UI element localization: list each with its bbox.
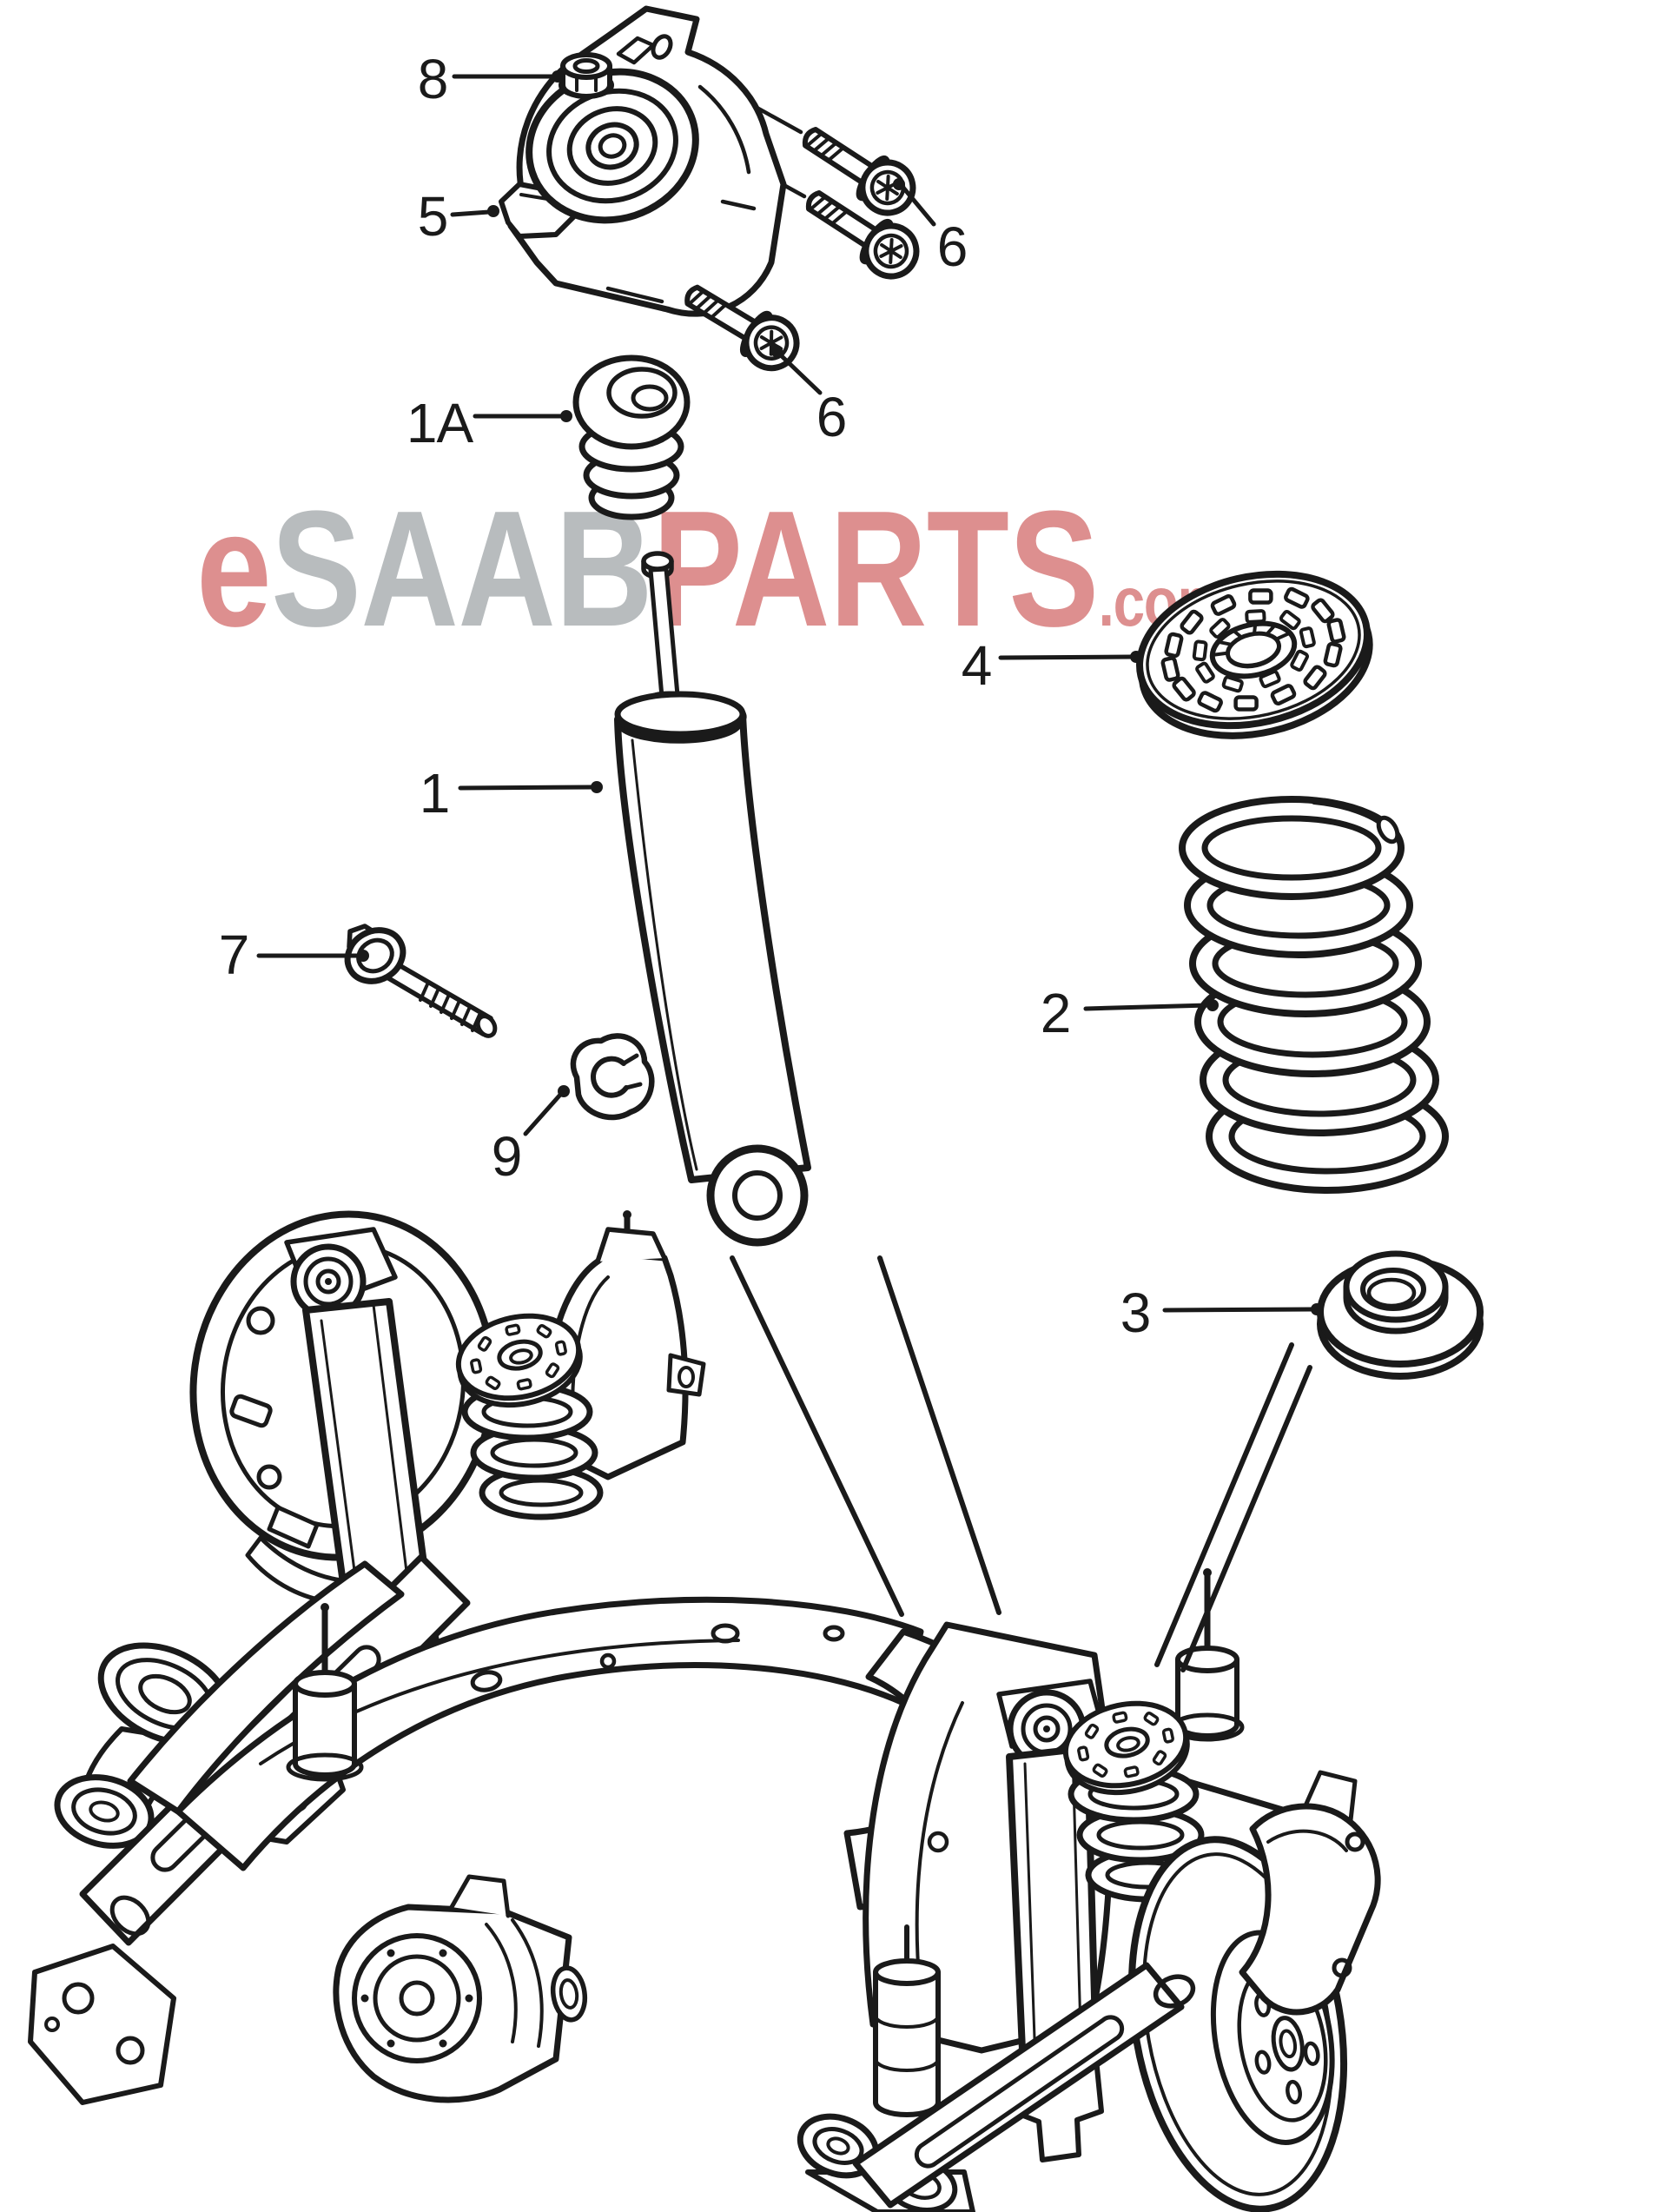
left-installed-spring	[451, 1305, 600, 1517]
rear-axle-assembly	[28, 1210, 1381, 2212]
leader-lines	[256, 70, 1323, 1315]
corner-bracket	[28, 1944, 176, 2105]
callout-7: 7	[218, 924, 250, 986]
part-upper-mount	[499, 5, 807, 350]
part-clip	[570, 1033, 655, 1121]
center-stud-mount	[286, 1603, 364, 1782]
part-shock-absorber	[614, 551, 811, 1247]
part-coil-spring	[1179, 796, 1449, 1194]
right-trailing-arm	[852, 1962, 1196, 2209]
right-stud-mount	[1170, 1568, 1245, 1742]
part-lower-bolt	[344, 924, 498, 1038]
callout-9: 9	[491, 1125, 523, 1188]
callout-8: 8	[417, 48, 449, 110]
part-bump-stop	[572, 354, 691, 520]
callout-1A: 1A	[406, 392, 473, 454]
callout-6-upper: 6	[936, 215, 968, 278]
part-lower-spring-seat	[1317, 1250, 1484, 1380]
watermark-e: e	[196, 477, 272, 661]
callout-6-lower: 6	[816, 386, 848, 448]
brake-caliper	[1239, 1770, 1381, 2016]
callout-3: 3	[1120, 1282, 1152, 1344]
callout-5: 5	[417, 185, 449, 248]
esaabparts-watermark: eSAABPARTS.com	[196, 487, 1228, 652]
watermark-parts: PARTS	[652, 477, 1099, 661]
part-upper-spring-seat	[1136, 570, 1373, 739]
pointer-lines	[730, 1255, 1312, 1672]
part-nut	[559, 52, 614, 99]
callout-2: 2	[1040, 982, 1072, 1044]
watermark-saab: SAAB	[271, 477, 653, 661]
callout-1: 1	[419, 762, 451, 825]
callout-4: 4	[961, 634, 993, 697]
differential	[333, 1874, 588, 2103]
